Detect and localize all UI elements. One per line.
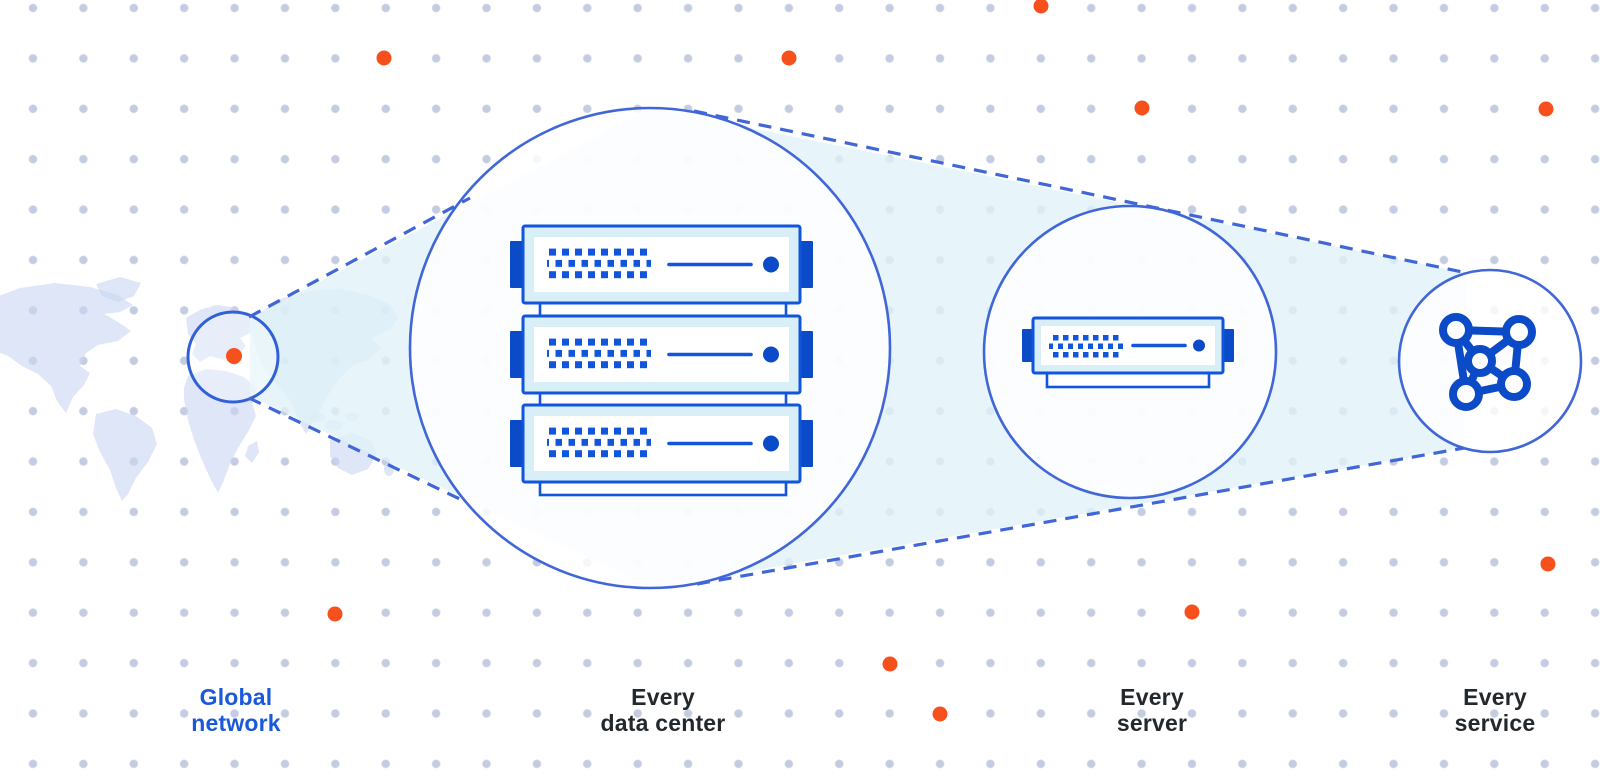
server-rack-single-icon xyxy=(1022,316,1234,389)
label-global-network: Global network xyxy=(191,684,281,736)
label-line: Global xyxy=(199,684,273,710)
zoom-dashed-lines xyxy=(248,109,1468,586)
label-line: data center xyxy=(600,710,726,736)
server-rack-stack-icon xyxy=(508,224,815,497)
map-marker-dot xyxy=(226,348,242,364)
label-line: Every xyxy=(1120,684,1184,710)
label-line: Every xyxy=(1463,684,1527,710)
label-line: network xyxy=(191,710,281,736)
label-every-data-center: Every data center xyxy=(601,684,726,736)
label-line: Every xyxy=(631,684,695,710)
label-line: service xyxy=(1454,710,1536,736)
network-mesh-icon xyxy=(1439,313,1536,411)
label-every-server: Every server xyxy=(1117,684,1187,736)
orange-accent-dots xyxy=(327,0,1556,722)
label-every-service: Every service xyxy=(1455,684,1536,736)
label-line: server xyxy=(1116,710,1188,736)
